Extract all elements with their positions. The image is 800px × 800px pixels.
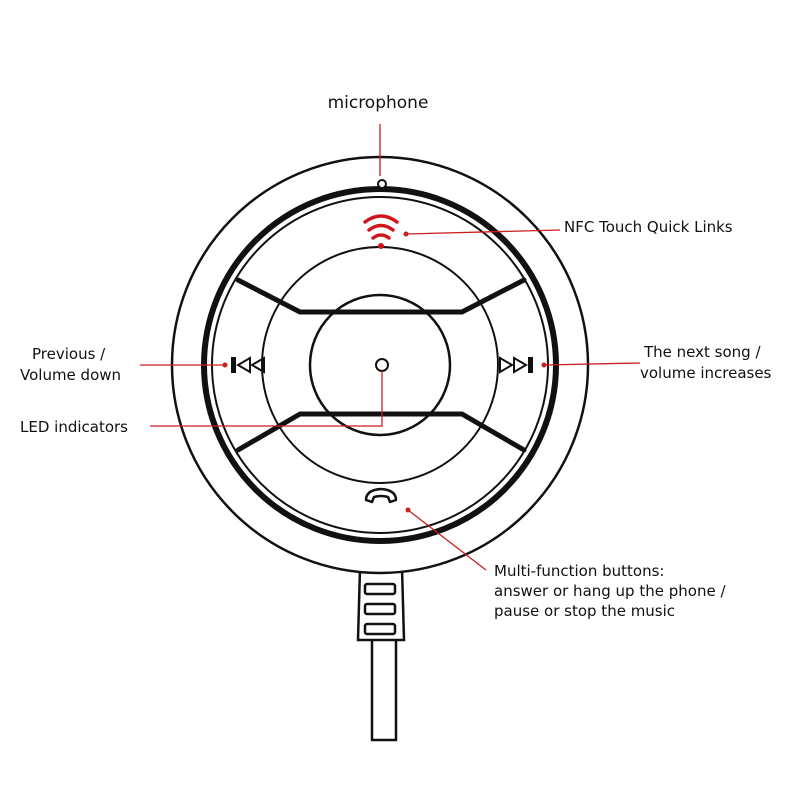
phone-handset-icon[interactable] <box>364 487 398 504</box>
cable-connector-ridge <box>363 622 397 636</box>
button-segments <box>235 277 527 453</box>
label-previous-line1: Previous / <box>32 345 106 363</box>
cable-connector-ridge <box>363 582 397 596</box>
cable-connector-ridge <box>363 602 397 616</box>
skip-next-icon[interactable] <box>499 356 533 374</box>
label-microphone: microphone <box>328 93 429 113</box>
label-next-line2: volume increases <box>640 364 772 382</box>
label-multi-line3: pause or stop the music <box>494 602 675 620</box>
label-previous-line2: Volume down <box>20 366 121 384</box>
leader-nfc <box>405 229 561 235</box>
microphone-icon <box>377 179 387 189</box>
lower-segment <box>235 411 527 453</box>
leader-next <box>543 362 641 366</box>
label-multi-line2: answer or hang up the phone / <box>494 582 726 600</box>
cable <box>356 562 406 742</box>
led-indicator-icon <box>375 358 389 372</box>
leader-lines <box>140 124 641 571</box>
label-nfc: NFC Touch Quick Links <box>564 218 733 236</box>
label-multi-line1: Multi-function buttons: <box>494 562 664 580</box>
label-next-line1: The next song / <box>643 343 761 361</box>
nfc-wave-icon <box>363 214 399 249</box>
center-disc <box>308 293 452 437</box>
label-led: LED indicators <box>20 418 128 436</box>
leader-led <box>150 371 383 427</box>
leader-multi <box>407 509 487 571</box>
upper-segment <box>235 277 527 315</box>
skip-previous-icon[interactable] <box>231 356 265 374</box>
